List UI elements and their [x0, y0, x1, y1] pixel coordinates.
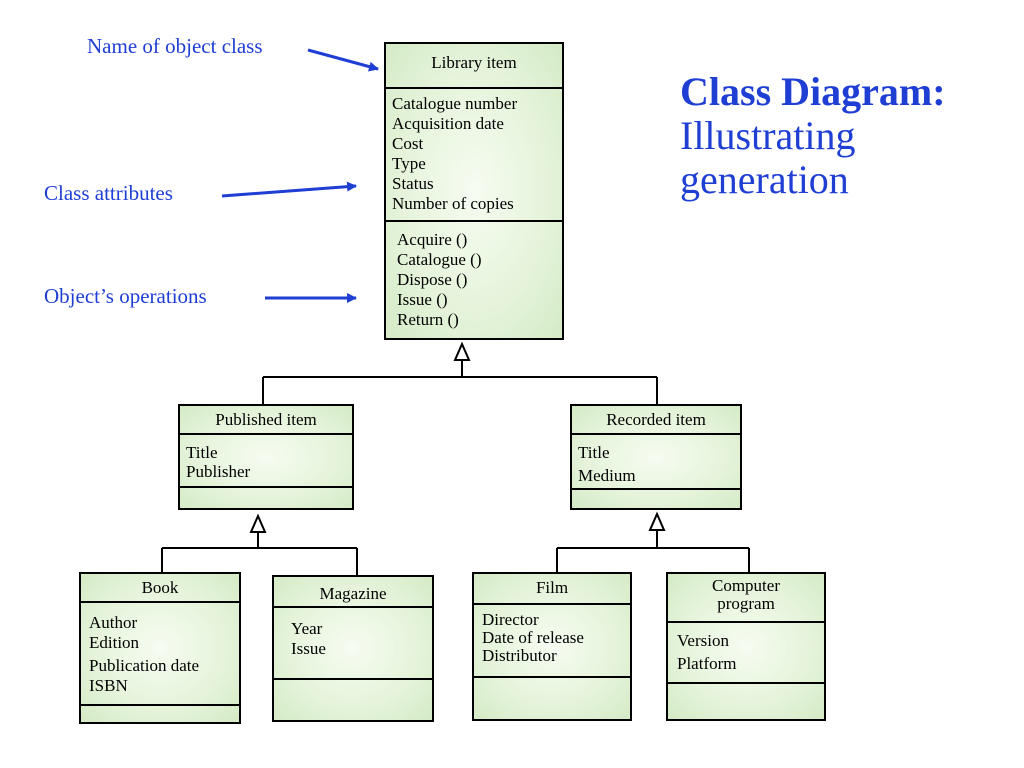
attribute: Title [578, 443, 610, 462]
attribute-list: Catalogue number Acquisition date Cost T… [392, 94, 562, 214]
operation: Dispose () [397, 270, 468, 289]
attribute: Date of release [482, 628, 584, 647]
operation: Catalogue () [397, 250, 482, 269]
class-name: Film [535, 578, 569, 597]
section-divider [386, 220, 562, 222]
class-library-item: Library item Catalogue number Acquisitio… [384, 42, 564, 340]
operation: Acquire () [397, 230, 468, 249]
section-divider [180, 433, 352, 435]
operation: Issue () [397, 290, 448, 309]
attribute: Catalogue number [392, 94, 518, 113]
operation: Return () [397, 310, 459, 329]
section-divider [668, 682, 824, 684]
annotation-arrow-class-name [307, 48, 379, 72]
attribute: Cost [392, 134, 424, 153]
section-divider [668, 621, 824, 623]
attribute: Medium [578, 466, 636, 485]
attribute: Publication date [89, 656, 200, 675]
section-divider [81, 704, 239, 706]
attribute-list: Year Issue [291, 619, 432, 659]
annotation-attributes: Class attributes [44, 181, 173, 205]
attribute-list: Version Platform [677, 629, 824, 675]
class-name: Computer program [668, 577, 824, 613]
class-name-line2: program [717, 594, 775, 613]
class-name: Magazine [319, 584, 387, 603]
attribute: Title [186, 443, 218, 462]
attribute: Author [89, 613, 138, 632]
section-divider [81, 601, 239, 603]
heading-subtitle-line2: generation [680, 157, 849, 202]
class-name: Recorded item [606, 410, 706, 429]
attribute: Type [392, 154, 426, 173]
attribute-list: Title Publisher [186, 443, 352, 481]
section-divider [274, 678, 432, 680]
class-name: Book [141, 578, 179, 597]
attribute: Acquisition date [392, 114, 504, 133]
attribute: Number of copies [392, 194, 514, 213]
heading-title: Class Diagram: [680, 69, 946, 114]
attribute: Director [482, 610, 539, 629]
attribute: ISBN [89, 676, 128, 695]
slide-heading: Class Diagram: Illustrating generation [680, 70, 946, 202]
annotation-operations: Object’s operations [44, 284, 207, 308]
generalization-published-item [161, 513, 358, 575]
attribute: Platform [677, 654, 737, 673]
attribute: Issue [291, 639, 326, 658]
operation-list: Acquire () Catalogue () Dispose () Issue… [397, 230, 562, 330]
annotation-arrow-attributes [221, 181, 357, 198]
attribute: Version [677, 631, 729, 650]
generalization-recorded-item [556, 511, 750, 572]
section-divider [572, 433, 740, 435]
class-name: Published item [215, 410, 317, 429]
class-name-line1: Computer [712, 576, 780, 595]
attribute-list: Director Date of release Distributor [482, 611, 630, 665]
class-computer-program: Computer program Version Platform [666, 572, 826, 721]
attribute: Edition [89, 633, 140, 652]
annotation-class-name: Name of object class [87, 34, 263, 58]
attribute: Year [291, 619, 323, 638]
section-divider [274, 606, 432, 608]
section-divider [180, 486, 352, 488]
class-magazine: Magazine Year Issue [272, 575, 434, 722]
attribute-list: Author Edition Publication date ISBN [89, 613, 239, 696]
class-book: Book Author Edition Publication date ISB… [79, 572, 241, 724]
section-divider [572, 488, 740, 490]
class-published-item: Published item Title Publisher [178, 404, 354, 510]
attribute-list: Title Medium [578, 441, 740, 487]
class-name: Library item [431, 53, 517, 72]
class-film: Film Director Date of release Distributo… [472, 572, 632, 721]
section-divider [474, 603, 630, 605]
attribute: Status [392, 174, 434, 193]
section-divider [386, 87, 562, 89]
section-divider [474, 676, 630, 678]
attribute: Distributor [482, 646, 557, 665]
attribute: Publisher [186, 462, 251, 481]
heading-subtitle-line1: Illustrating [680, 113, 856, 158]
class-recorded-item: Recorded item Title Medium [570, 404, 742, 510]
